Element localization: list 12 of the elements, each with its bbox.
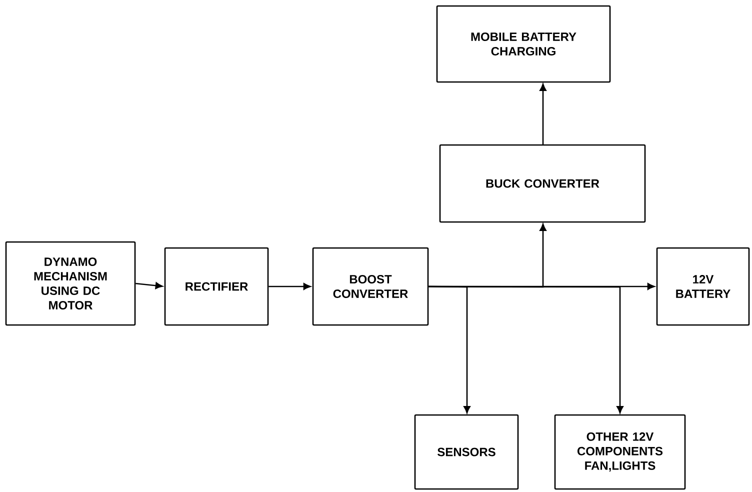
arrow: [540, 84, 546, 145]
arrow: [428, 286, 624, 414]
block-box: RECTIFIER: [164, 247, 269, 326]
block-box: MOBILE BATTERY CHARGING: [436, 5, 611, 83]
block-box: 12V BATTERY: [656, 247, 750, 326]
block-box: BUCK CONVERTER: [439, 144, 646, 223]
block-box: BOOST CONVERTER: [312, 247, 429, 326]
block-box: OTHER 12V COMPONENTS FAN,LIGHTS: [554, 414, 686, 490]
block-box: DYNAMO MECHANISM USING DC MOTOR: [5, 241, 136, 326]
arrow: [268, 283, 311, 290]
block-box: SENSORS: [414, 414, 519, 490]
arrow: [136, 282, 163, 290]
